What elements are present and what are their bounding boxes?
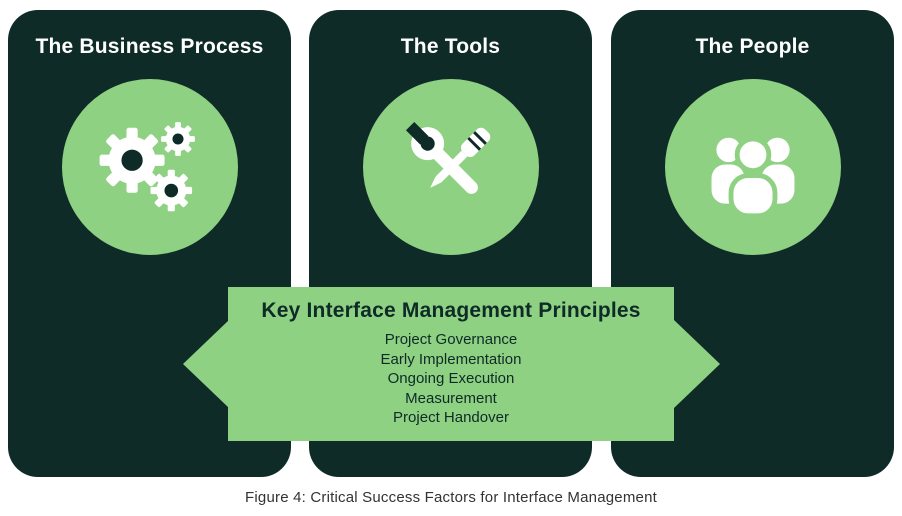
principle-item: Project Handover	[393, 409, 509, 426]
banner-list: Project Governance Early Implementation …	[228, 330, 674, 428]
arrow-left-head	[183, 320, 229, 408]
principle-item: Early Implementation	[380, 350, 522, 368]
principle-item: Measurement	[405, 389, 497, 407]
gears-icon	[99, 122, 195, 212]
card-title: The People	[695, 35, 810, 58]
icon-badge	[664, 79, 841, 255]
people-icon	[711, 136, 794, 219]
principles-banner: Key Interface Management Principles Proj…	[228, 287, 674, 441]
figure-caption: Figure 4: Critical Success Factors for I…	[245, 489, 657, 506]
card-title: The Tools	[400, 35, 501, 58]
card-business-process: The Business Process	[8, 10, 291, 477]
icon-badge	[61, 79, 238, 255]
tools-icon	[405, 121, 490, 194]
arrow-right-head	[674, 320, 720, 408]
icon-badge	[362, 79, 539, 255]
principle-item: Ongoing Execution	[387, 370, 515, 387]
card-title: The Business Process	[35, 35, 264, 58]
banner-title: Key Interface Management Principles	[261, 299, 641, 322]
principle-item: Project Governance	[384, 331, 518, 348]
